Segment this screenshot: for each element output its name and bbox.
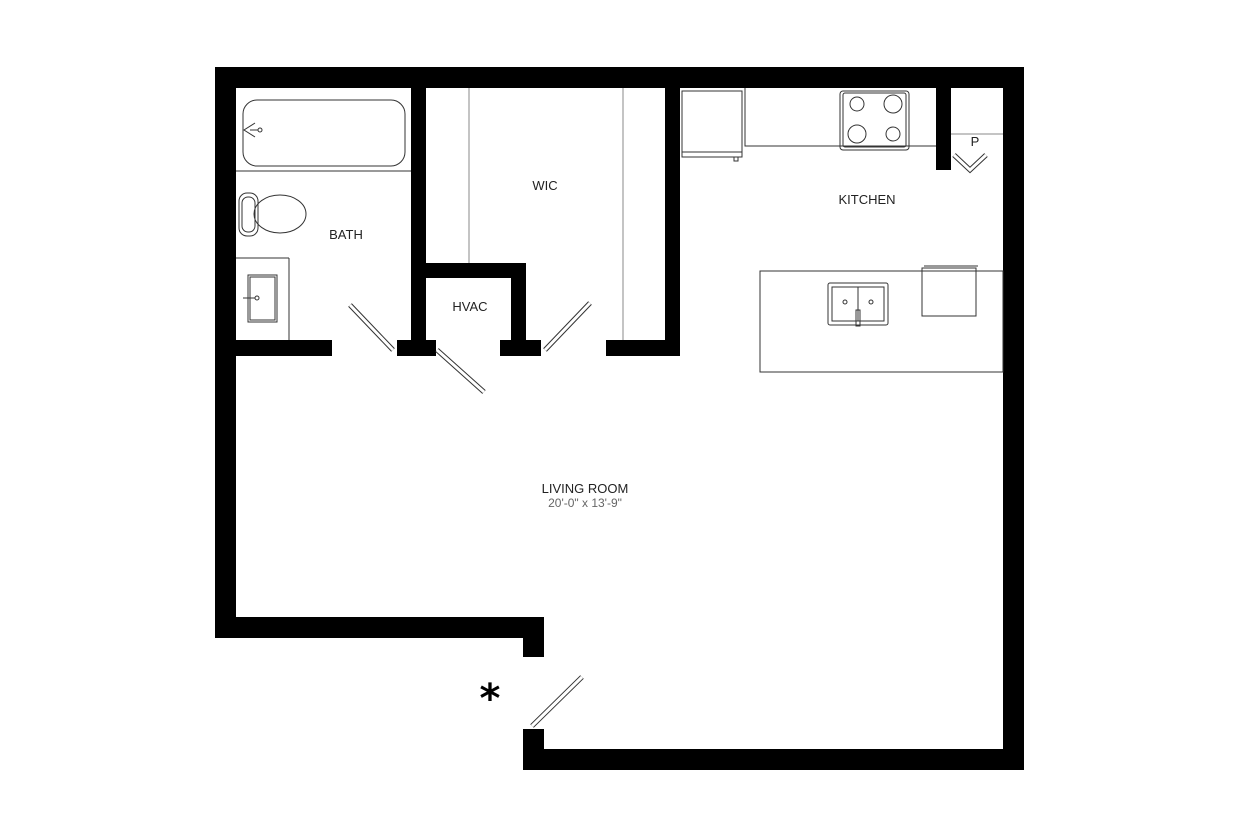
bath-fixtures: [236, 99, 411, 340]
kitchen-island: [759, 270, 1004, 373]
living-room-dimensions: 20'-0" x 13'-9": [548, 496, 622, 510]
bottom-wall: [523, 749, 1024, 770]
hvac-label: HVAC: [452, 299, 487, 314]
refrigerator: [681, 90, 743, 158]
pantry-label: P: [971, 134, 980, 149]
walls: [215, 67, 1024, 770]
dishwasher: [921, 267, 977, 317]
hvac-stub: [500, 340, 541, 356]
entry-marker: *: [480, 676, 501, 722]
living-room-label: LIVING ROOM: [542, 481, 629, 496]
hvac-right-wall: [511, 263, 526, 356]
pantry-door: [952, 153, 988, 174]
bath-wic-wall: [411, 88, 426, 356]
doors: [348, 153, 988, 728]
wic-label: WIC: [532, 178, 557, 193]
kitchen-label: KITCHEN: [838, 192, 895, 207]
pantry-wall: [936, 88, 951, 170]
wic-kitchen-wall: [665, 88, 680, 356]
kitchen-sink: [827, 282, 889, 326]
wic-shelves: [468, 88, 624, 340]
bath-label: BATH: [329, 227, 363, 242]
labels: BATH WIC HVAC KITCHEN P LIVING ROOM 20'-…: [329, 134, 979, 722]
entry-stub-top: [523, 617, 544, 657]
kitchen-counter: [744, 88, 936, 147]
left-wall: [215, 67, 236, 638]
right-wall: [1003, 67, 1024, 770]
stove: [839, 90, 910, 151]
wic-bottom-wall: [606, 340, 680, 356]
lower-left-wall: [215, 617, 544, 638]
entry-stub-bottom: [523, 729, 544, 770]
top-wall: [215, 67, 1024, 88]
bath-door-stub: [397, 340, 436, 356]
toilet: [253, 194, 307, 234]
hvac-top-wall: [426, 263, 526, 278]
bathtub: [242, 99, 406, 167]
tub-faucet-icon: [243, 122, 258, 138]
bath-bottom-wall: [236, 340, 332, 356]
kitchen-fixtures: [681, 88, 1004, 373]
